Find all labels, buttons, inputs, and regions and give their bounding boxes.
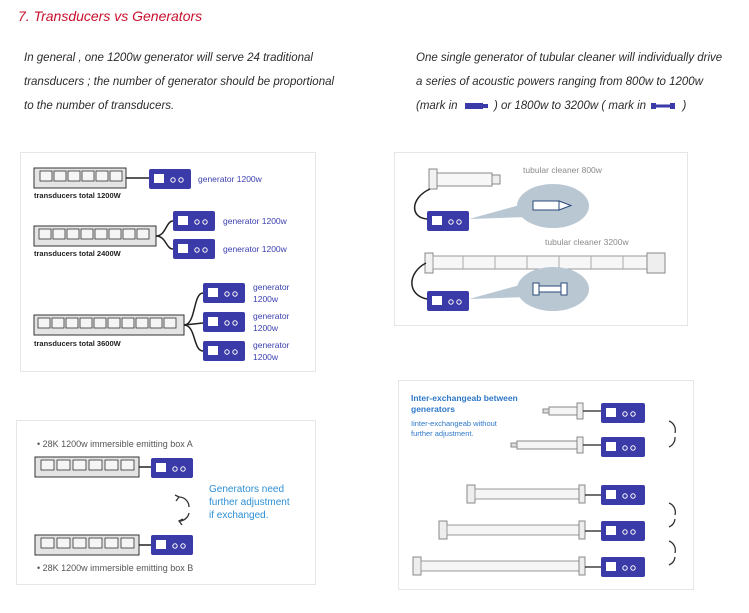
panel-immersible-boxes: • 28K 1200w immersible emitting box A Ge…	[16, 420, 316, 585]
emitting-box-b-label: • 28K 1200w immersible emitting box B	[37, 563, 194, 573]
generator-label-line: generator	[253, 282, 290, 292]
generator-icon	[203, 341, 245, 361]
generator-label: generator 1200w	[253, 339, 289, 363]
transducer-bar-icon	[34, 534, 140, 556]
generator-label-line: 1200w	[253, 352, 279, 362]
generator-label: generator 1200w	[253, 281, 289, 305]
left-paragraph: In general , one 1200w generator will se…	[24, 46, 364, 118]
transducer-total-label: transducers total 3600W	[34, 339, 121, 348]
panel-inter-exchangeable: Inter-exchangeab between generators Iint…	[398, 380, 694, 590]
long-tubular-cleaner-icon	[438, 520, 586, 540]
transducer-bar-icon	[33, 314, 185, 336]
panel-tubular-cleaners: tubular cleaner 800w tubular cleaner 320…	[394, 152, 688, 326]
short-tubular-cleaner-icon	[542, 402, 584, 420]
exchange-arrows-icon	[174, 494, 190, 526]
panel-transducers-vs-generators: transducers total 1200W generator 1200w …	[20, 152, 316, 372]
right-paragraph: One single generator of tubular cleaner …	[416, 46, 736, 118]
generator-icon	[427, 291, 469, 311]
exchange-subtitle-line: Iinter-exchangeab without	[411, 419, 497, 428]
generator-icon	[601, 521, 645, 541]
right-paragraph-line: One single generator of tubular cleaner …	[416, 52, 723, 64]
generator-icon	[151, 458, 193, 478]
mark-text: )	[682, 100, 687, 112]
transducer-bar-icon	[34, 456, 140, 478]
generator-icon	[203, 283, 245, 303]
exchange-arrows-icon	[668, 420, 677, 448]
note-line: Generators need	[209, 484, 285, 495]
panel1-diagram	[33, 167, 245, 361]
generator-icon	[173, 211, 215, 231]
left-paragraph-line: In general , one 1200w generator will se…	[24, 52, 313, 64]
left-paragraph-line: transducers ; the number of generator sh…	[24, 76, 335, 88]
zoom-bubble-icon	[469, 267, 589, 311]
note-line: further adjustment	[209, 497, 290, 508]
note-line: if exchanged.	[209, 510, 269, 521]
generator-icon	[601, 403, 645, 423]
exchange-title: Inter-exchangeab between generators	[411, 393, 518, 415]
left-paragraph-line: to the number of transducers.	[24, 100, 175, 112]
generator-icon	[173, 239, 215, 259]
mark-text: (mark in	[416, 100, 458, 112]
emitting-box-a-label: • 28K 1200w immersible emitting box A	[37, 439, 193, 449]
generator-icon	[151, 535, 193, 555]
generator-label-line: 1200w	[253, 294, 279, 304]
generator-label-line: generator	[253, 340, 290, 350]
generator-label-line: 1200w	[253, 323, 279, 333]
exchange-arrows-icon	[668, 502, 677, 528]
long-tubular-cleaner-icon	[412, 556, 586, 576]
long-tubular-cleaner-icon	[466, 484, 586, 504]
short-generator-mark-icon	[464, 102, 488, 109]
transducer-total-label: transducers total 2400W	[34, 249, 121, 258]
generator-label: generator 1200w	[223, 244, 287, 254]
tubular-cleaner-label: tubular cleaner 3200w	[545, 237, 629, 247]
exchange-title-line: generators	[411, 404, 455, 414]
generator-icon	[427, 211, 469, 231]
panel4-diagram	[412, 402, 677, 577]
exchange-title-line: Inter-exchangeab between	[411, 393, 518, 403]
adjustment-note: Generators need further adjustment if ex…	[209, 483, 290, 522]
mark-text: ) or 1800w to 3200w ( mark in	[493, 100, 647, 112]
generator-icon	[149, 169, 191, 189]
generator-label-line: generator	[253, 311, 290, 321]
transducer-bar-icon	[33, 225, 157, 247]
panel2-diagram	[411, 168, 666, 311]
zoom-bubble-icon	[469, 184, 589, 228]
right-paragraph-line: (mark in ) or 1800w to 3200w ( mark in )	[416, 94, 736, 118]
panel3-diagram	[34, 456, 193, 556]
page-title: 7. Transducers vs Generators	[18, 8, 203, 24]
generator-label: generator 1200w	[223, 216, 287, 226]
generator-label: generator 1200w	[198, 174, 262, 184]
transducer-total-label: transducers total 1200W	[34, 191, 121, 200]
exchange-subtitle-line: further adjustment.	[411, 429, 474, 438]
exchange-subtitle: Iinter-exchangeab without further adjust…	[411, 419, 497, 439]
generator-icon	[601, 557, 645, 577]
medium-tubular-cleaner-icon	[510, 436, 584, 454]
tubular-cleaner-label: tubular cleaner 800w	[523, 165, 602, 175]
generator-icon	[203, 312, 245, 332]
right-paragraph-line: a series of acoustic powers ranging from…	[416, 76, 704, 88]
generator-icon	[601, 485, 645, 505]
generator-label: generator 1200w	[253, 310, 289, 334]
tubular-cleaner-800-icon	[428, 168, 501, 190]
long-generator-mark-icon	[651, 102, 676, 109]
transducer-bar-icon	[33, 167, 127, 189]
exchange-arrows-icon	[668, 540, 677, 566]
generator-icon	[601, 437, 645, 457]
